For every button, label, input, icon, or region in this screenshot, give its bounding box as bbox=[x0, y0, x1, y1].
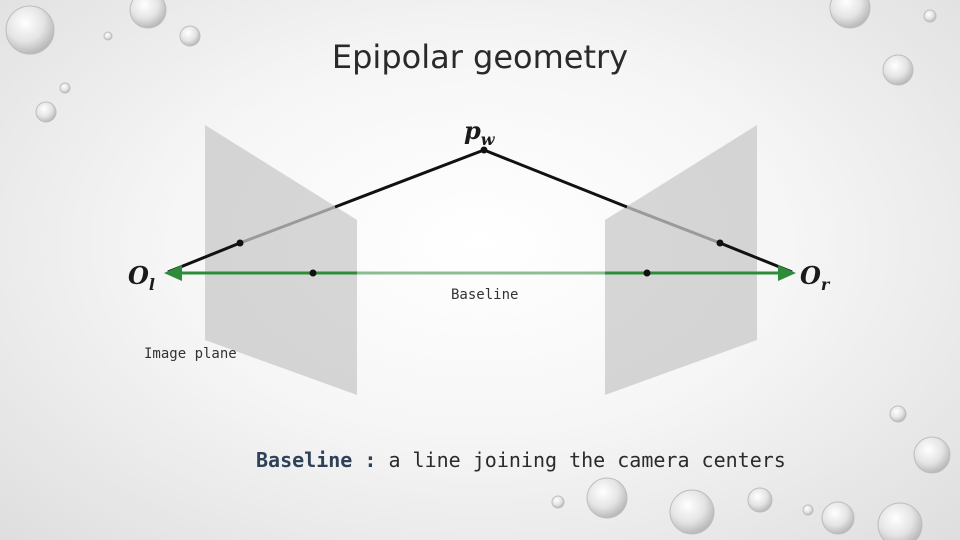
right-image-point-dot bbox=[716, 239, 724, 247]
right-epipole-dot bbox=[643, 269, 651, 277]
water-drop-cluster-top-left bbox=[5, 0, 201, 123]
left-image-plane bbox=[205, 125, 357, 395]
water-drop-cluster-bottom-right bbox=[551, 405, 951, 540]
left-camera-center-label: Ol bbox=[128, 261, 155, 294]
right-camera-center-label: Or bbox=[800, 261, 830, 294]
baseline-term: Baseline : bbox=[256, 448, 377, 472]
right-ray-behind-plane bbox=[626, 205, 721, 245]
baseline-definition-text: a line joining the camera centers bbox=[376, 448, 786, 472]
water-drop-cluster-top-right bbox=[829, 0, 937, 86]
image-plane-label: Image plane bbox=[144, 346, 237, 362]
baseline-left-arrowhead bbox=[164, 265, 182, 281]
left-image-point-dot bbox=[236, 239, 244, 247]
world-point-dot bbox=[480, 146, 488, 154]
left-ray-to-world-point bbox=[334, 148, 485, 209]
baseline-definition: Baseline : a line joining the camera cen… bbox=[256, 448, 786, 472]
slide-title: Epipolar geometry bbox=[331, 38, 629, 76]
left-epipole-dot bbox=[309, 269, 317, 277]
right-image-plane bbox=[605, 125, 757, 395]
baseline-label: Baseline bbox=[451, 287, 519, 303]
left-ray-behind-plane bbox=[239, 205, 336, 245]
right-ray-to-world-point bbox=[483, 148, 628, 209]
world-point-label: pw bbox=[464, 116, 495, 149]
baseline-right-arrowhead bbox=[778, 265, 796, 281]
